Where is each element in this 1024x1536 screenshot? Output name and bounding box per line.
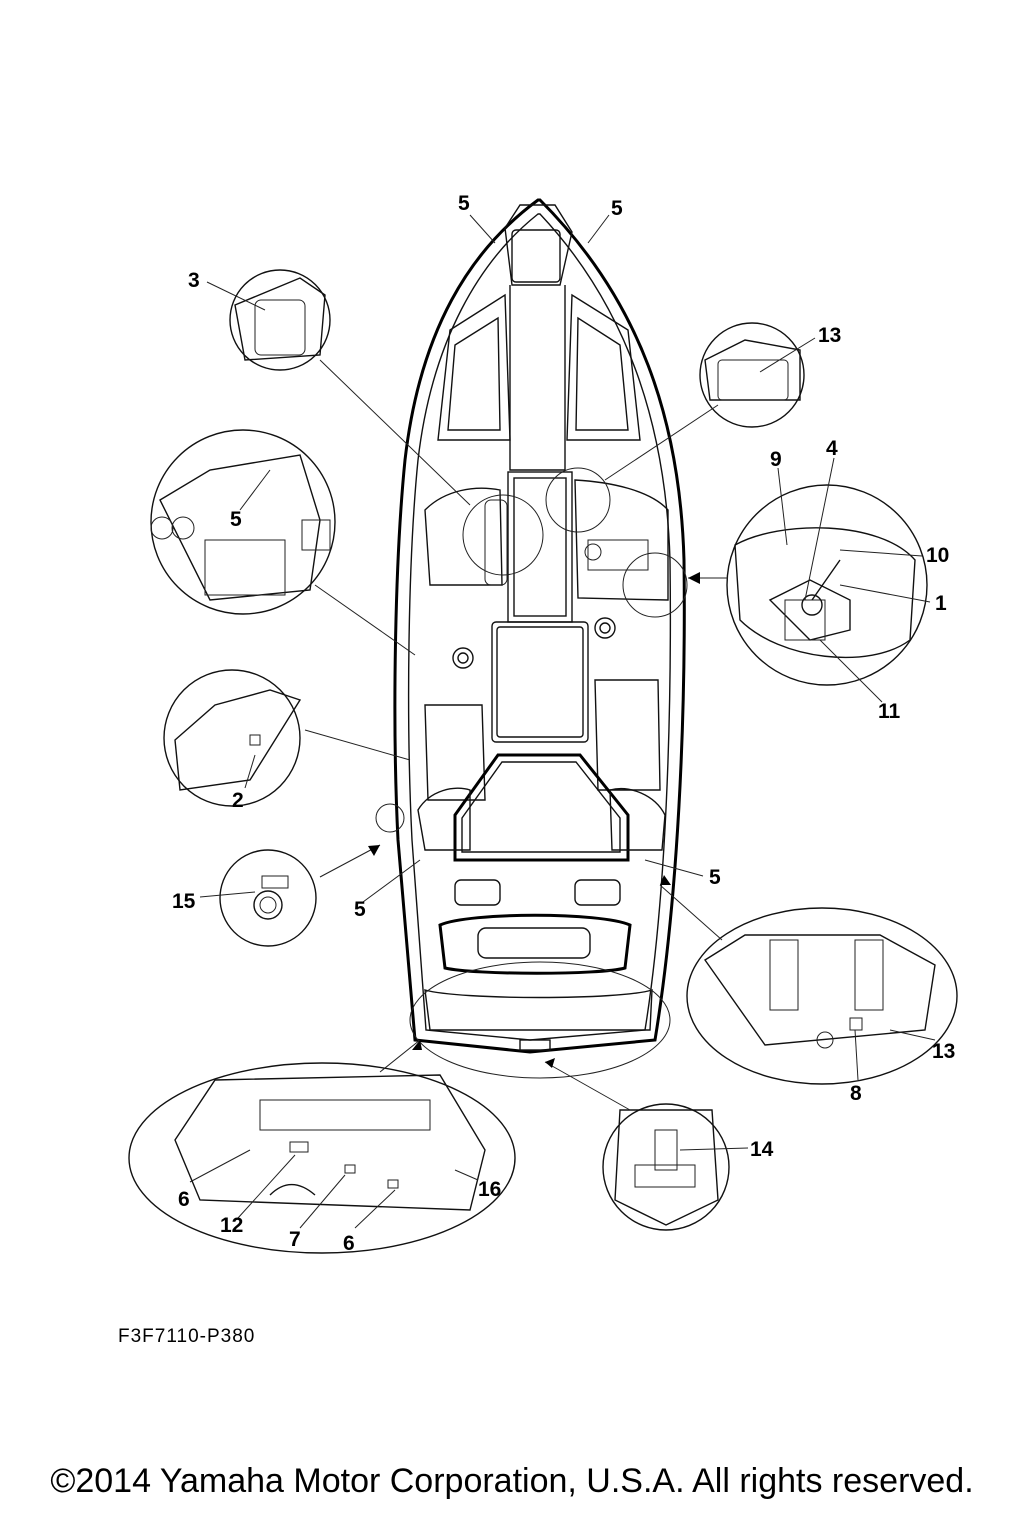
callout-13-top: 13	[818, 324, 841, 347]
callout-labels: 5 5 3 13 9 4 10 1 11 5 2 15 5 5 13 8 14 …	[172, 192, 955, 1255]
hull-locator-circles	[375, 467, 688, 1079]
detail-circle-2	[163, 669, 302, 807]
callout-1: 1	[935, 592, 947, 615]
detail-circle-controls	[726, 484, 928, 686]
callout-14: 14	[750, 1138, 774, 1161]
callout-6-left: 6	[178, 1188, 190, 1211]
detail-circle-14	[602, 1103, 730, 1231]
callout-16: 16	[478, 1178, 501, 1201]
copyright-notice: ©2014 Yamaha Motor Corporation, U.S.A. A…	[50, 1462, 974, 1500]
arrowheads	[368, 572, 700, 1068]
callout-9: 9	[770, 448, 782, 471]
detail-circle-stern-right	[686, 907, 958, 1085]
callout-4: 4	[826, 437, 838, 460]
callout-2: 2	[232, 789, 244, 812]
detail-circle-stern-bottom	[128, 1062, 516, 1254]
detail-circle-15	[219, 849, 317, 947]
callout-10: 10	[926, 544, 949, 567]
callout-5-stern-left: 5	[354, 898, 366, 921]
callout-5-bow-right: 5	[611, 197, 623, 220]
callout-13-bottom: 13	[932, 1040, 955, 1063]
part-code: F3F7110-P380	[118, 1326, 256, 1347]
callout-3: 3	[188, 269, 200, 292]
detail-circle-left-5	[150, 429, 336, 615]
callout-8: 8	[850, 1082, 862, 1105]
detail-circle-13-top	[699, 322, 805, 428]
callout-5-stern-right: 5	[709, 866, 721, 889]
callout-5-bow-left: 5	[458, 192, 470, 215]
detail-circle-3	[229, 269, 331, 371]
callout-5-left-detail: 5	[230, 508, 242, 531]
boat-hull	[393, 198, 686, 1054]
callout-6-right: 6	[343, 1232, 355, 1255]
callout-12: 12	[220, 1214, 243, 1237]
callout-15: 15	[172, 890, 196, 913]
callout-7: 7	[289, 1228, 301, 1251]
leader-lines	[189, 214, 936, 1229]
callout-11: 11	[878, 700, 901, 723]
